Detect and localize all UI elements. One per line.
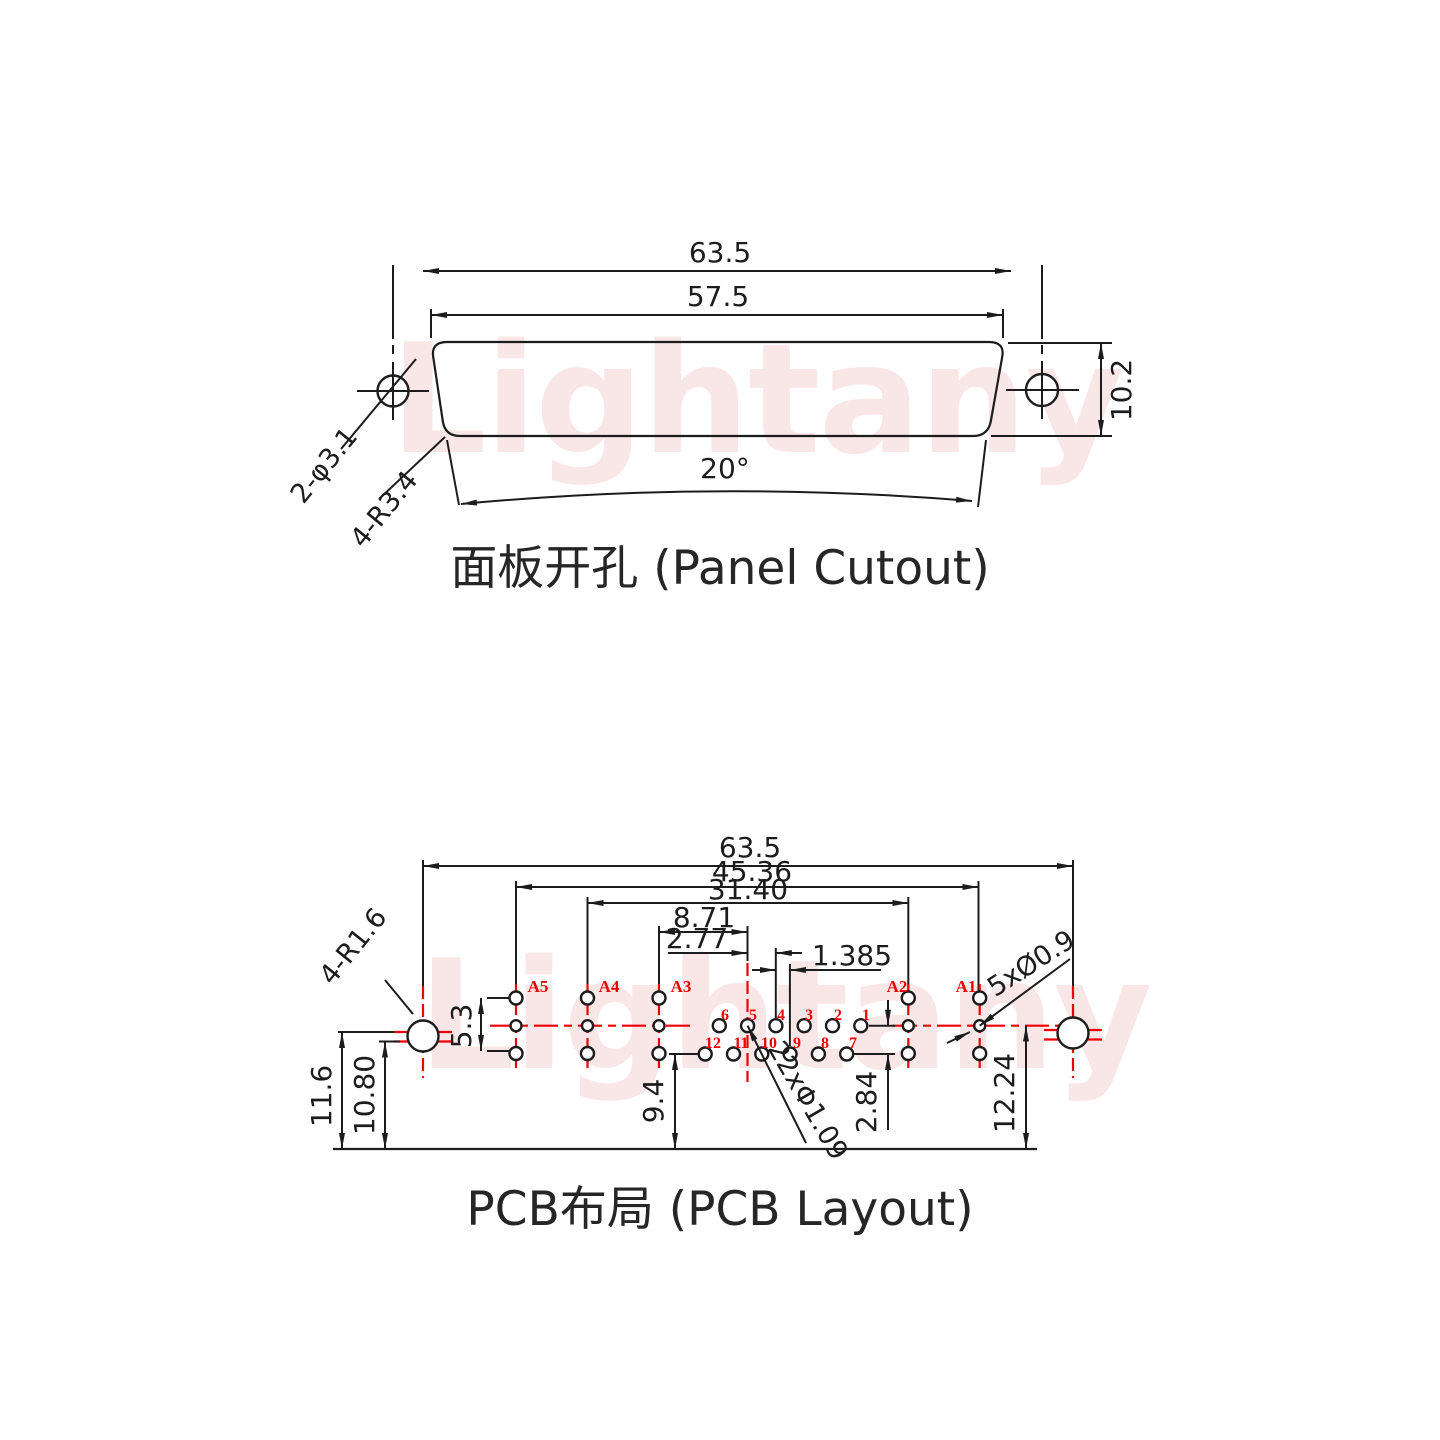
pcb-dim-row-gap: 2.84 [850, 1071, 883, 1133]
svg-text:12: 12 [705, 1035, 721, 1052]
signal-pin-labels: 6 5 4 3 2 1 12 11 10 9 8 7 [705, 1007, 870, 1052]
label-A3: A3 [671, 977, 692, 996]
pcb-mount-hole-right [1056, 1016, 1090, 1050]
panel-dim-height: 10.2 [1105, 359, 1138, 421]
svg-text:11: 11 [733, 1035, 748, 1052]
label-A1: A1 [956, 977, 977, 996]
coax-pin-labels: A5 A4 A3 A2 A1 [528, 977, 977, 996]
pcb-mount-hole-left [406, 1019, 440, 1053]
leader-radius-callout [378, 436, 446, 500]
pcb-dim-row1-height: 12.24 [988, 1053, 1021, 1133]
panel-cutout-outline [431, 340, 1004, 438]
pcb-dim-half-pitch: 1.385 [812, 939, 892, 972]
svg-text:1: 1 [862, 1007, 870, 1024]
pcb-dim-row2-height: 9.4 [637, 1079, 670, 1124]
panel-dim-inner-width: 57.5 [687, 280, 749, 313]
panel-dim-angle: 20° [700, 452, 750, 485]
pcb-layout-title: PCB布局 (PCB Layout) [466, 1182, 973, 1237]
svg-text:5: 5 [749, 1007, 757, 1024]
pcb-dim-overall: 63.5 [719, 831, 781, 864]
leader-hole-callout [340, 358, 417, 450]
pcb-layout-drawing: 63.5 45.36 31.40 8.71 2.77 1.385 [305, 831, 1102, 1237]
pcb-dim-pitch: 2.77 [666, 922, 728, 955]
svg-text:4: 4 [777, 1007, 785, 1024]
label-A2: A2 [887, 977, 908, 996]
svg-text:9: 9 [793, 1035, 801, 1052]
leader-coax-holes [979, 958, 1071, 1027]
panel-cutout-title: 面板开孔 (Panel Cutout) [450, 541, 989, 596]
label-A4: A4 [599, 977, 620, 996]
pcb-dim-a3-offset: 8.71 [673, 901, 735, 934]
label-A5: A5 [528, 977, 549, 996]
panel-dim-outer-width: 63.5 [689, 236, 751, 269]
pcb-dim-mount-ref: 10.80 [348, 1055, 381, 1135]
pcb-mount-radius-callout: 4-R1.6 [313, 902, 393, 990]
svg-text:7: 7 [849, 1035, 857, 1052]
watermark-bottom: Lightany [418, 927, 1151, 1104]
pcb-dim-a-span: 45.36 [712, 855, 792, 888]
watermark-top: Lightany [390, 311, 1123, 488]
pcb-dim-shield-span: 5.3 [445, 1004, 478, 1049]
panel-radius-callout: 4-R3.4 [344, 465, 424, 553]
leader-signal-holes [746, 1025, 807, 1144]
svg-text:3: 3 [805, 1007, 813, 1024]
signal-pin-rows [697, 1017, 869, 1062]
svg-text:2: 2 [834, 1007, 842, 1024]
leader-mount-radius [384, 979, 414, 1015]
angle-arc-20deg [460, 490, 973, 506]
pcb-dim-inner-span: 31.40 [708, 873, 788, 906]
panel-hole-callout: 2-φ3.1 [285, 422, 364, 510]
svg-text:8: 8 [821, 1035, 829, 1052]
svg-text:10: 10 [761, 1035, 777, 1052]
pcb-dim-mount-height: 11.6 [305, 1065, 338, 1127]
svg-text:6: 6 [721, 1007, 729, 1024]
